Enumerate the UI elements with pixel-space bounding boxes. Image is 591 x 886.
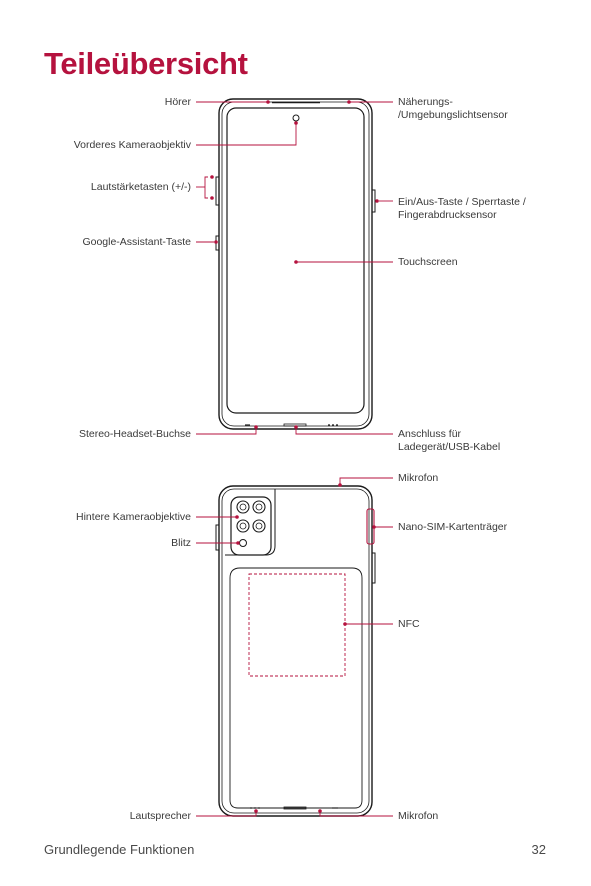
label-touchscreen: Touchscreen <box>398 256 458 268</box>
label-ein-aus-taste: Ein/Aus-Taste / Sperrtaste / Fingerabdru… <box>398 196 526 221</box>
label-mikrofon-oben: Mikrofon <box>398 472 439 484</box>
back-phone-illustration <box>215 485 376 817</box>
label-anschluss-usb: Anschluss für Ladegerät/USB-Kabel <box>398 428 501 453</box>
label-nano-sim-kartentraeger: Nano-SIM-Kartenträger <box>398 521 508 533</box>
label-google-assistant-taste: Google-Assistant-Taste <box>82 236 191 248</box>
front-phone-illustration <box>215 98 376 430</box>
page-title: Teileübersicht <box>44 46 248 81</box>
label-naeherungssensor: Näherungs- /Umgebungslichtsensor <box>398 96 508 121</box>
label-mikrofon-unten: Mikrofon <box>398 810 439 822</box>
label-vorderes-kameraobjektiv: Vorderes Kameraobjektiv <box>73 139 191 151</box>
footer-section-title: Grundlegende Funktionen <box>44 842 195 857</box>
page-number: 32 <box>531 842 546 857</box>
label-stereo-headset-buchse: Stereo-Headset-Buchse <box>78 428 191 440</box>
label-hintere-kameraobjektive: Hintere Kameraobjektive <box>76 511 191 523</box>
label-blitz: Blitz <box>171 537 191 549</box>
label-lautsprecher: Lautsprecher <box>129 810 191 822</box>
label-nfc: NFC <box>398 618 420 630</box>
label-lautstaerketasten: Lautstärketasten (+/-) <box>90 181 191 193</box>
label-hoerer: Hörer <box>164 96 191 108</box>
